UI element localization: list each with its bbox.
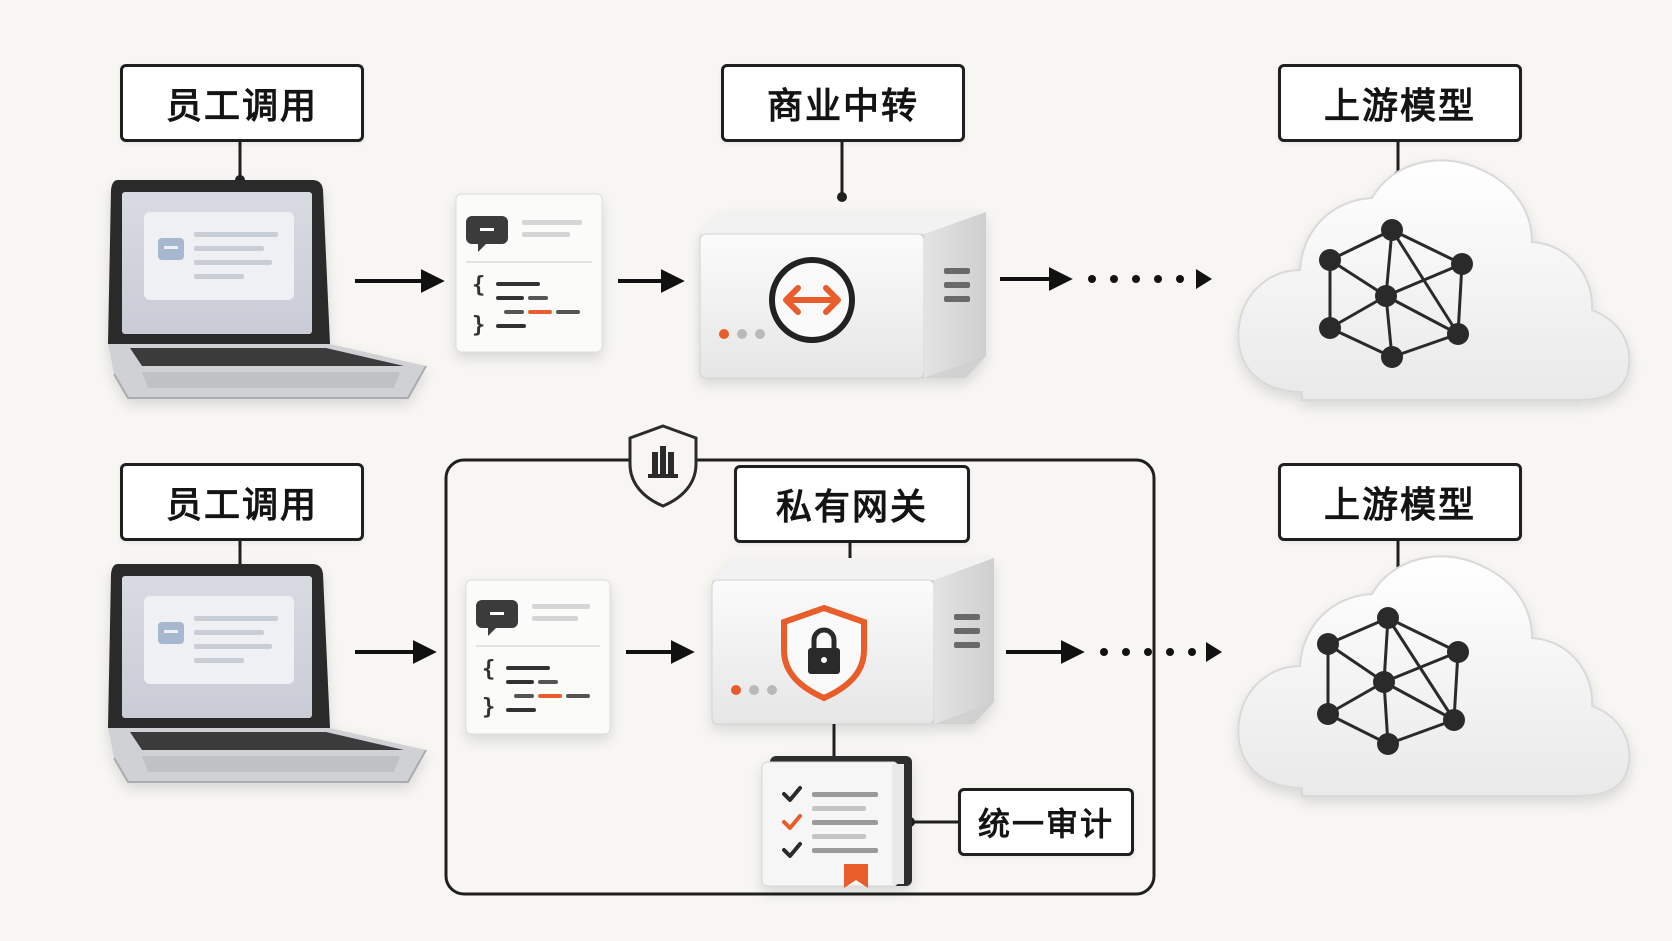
row1-upstream-label: 上游模型 — [1278, 64, 1522, 142]
enterprise-shield-icon — [628, 424, 698, 508]
request-document-icon: { } — [455, 193, 603, 353]
enterprise-boundary — [444, 458, 1156, 896]
svg-text:{: { — [472, 273, 485, 298]
svg-text:{: { — [482, 657, 495, 682]
bidirectional-arrow-icon — [783, 285, 841, 315]
row2-gateway-label: 私有网关 — [734, 465, 970, 543]
cloud-network-icon — [1237, 159, 1631, 401]
row2-upstream-label: 上游模型 — [1278, 463, 1522, 541]
audit-log-book-icon — [761, 756, 912, 888]
audit-label: 统一审计 — [958, 788, 1134, 856]
svg-text:}: } — [482, 695, 495, 720]
cloud-network-icon — [1237, 555, 1631, 797]
laptop-icon — [108, 180, 427, 399]
lock-shield-icon — [781, 604, 867, 702]
row1-client-label: 员工调用 — [120, 64, 364, 142]
row1-arrow-3 — [1000, 267, 1212, 291]
row2-arrow-3 — [1006, 640, 1222, 664]
relay-server-icon — [699, 212, 986, 379]
request-document-icon: { } — [465, 579, 611, 735]
row2-client-label: 员工调用 — [120, 463, 364, 541]
relay-server-icon — [711, 558, 994, 725]
laptop-icon — [108, 564, 427, 783]
svg-text:}: } — [472, 313, 485, 338]
row1-label-connectors — [235, 139, 1403, 202]
row1-relay-label: 商业中转 — [721, 64, 965, 142]
